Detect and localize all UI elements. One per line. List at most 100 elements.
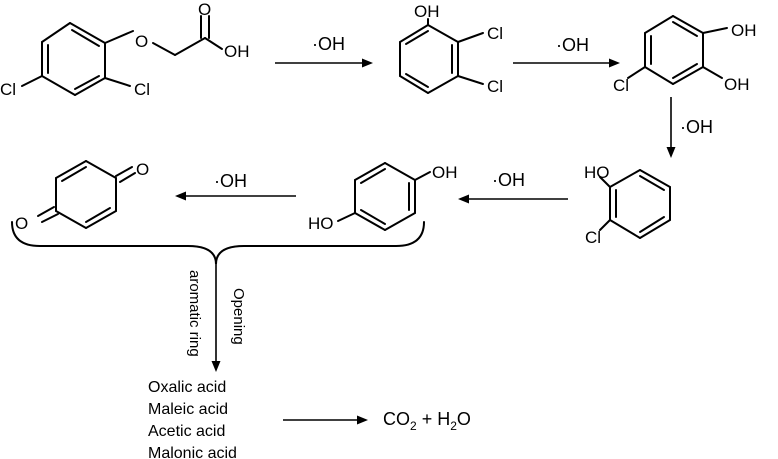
hydroxyl-radical-label: ·OH — [492, 170, 525, 190]
bond — [639, 175, 665, 191]
bond — [627, 66, 646, 79]
svg-text:·OH: ·OH — [556, 35, 589, 55]
bond — [37, 206, 55, 217]
reaction-arrow — [513, 58, 620, 68]
hydroxyl-radical-label: ·OH — [312, 34, 345, 54]
bond — [21, 75, 43, 87]
hydroxyl-radical-label: ·OH — [214, 171, 247, 191]
atom-label: O — [136, 160, 149, 179]
svg-text:Opening: Opening — [230, 288, 247, 345]
bond — [61, 166, 87, 182]
co2-formula: CO — [383, 409, 410, 429]
reaction-arrow — [275, 58, 373, 68]
product-label: Malonic acid — [148, 445, 237, 459]
bond — [69, 22, 106, 44]
product-label: Maleic acid — [148, 401, 228, 418]
atom-label: HO — [584, 163, 610, 182]
bond — [599, 219, 611, 231]
bond — [384, 212, 416, 231]
bond — [427, 75, 459, 94]
bond — [85, 207, 111, 223]
bond — [427, 24, 459, 43]
bond — [644, 15, 674, 34]
atom-label: OH — [224, 42, 250, 61]
molecule-benzoquinone: O O — [15, 160, 149, 233]
bond — [74, 75, 100, 90]
bond — [639, 216, 665, 233]
bond — [457, 32, 484, 43]
ring-opening-arrow — [211, 264, 221, 372]
svg-text:·OH: ·OH — [492, 170, 525, 190]
grouping-brace — [11, 221, 425, 265]
ring-opening-label: Opening aromatic ring — [186, 270, 247, 357]
bond — [85, 160, 117, 179]
mineralization-arrow — [283, 415, 368, 425]
bond — [702, 27, 728, 34]
bond — [405, 73, 429, 88]
svg-text:·OH: ·OH — [680, 117, 713, 137]
bond — [384, 162, 416, 181]
bond — [399, 24, 429, 43]
bond — [672, 15, 704, 34]
co2-subscript: 2 — [410, 419, 417, 433]
bond — [672, 21, 698, 37]
bond — [174, 37, 206, 56]
bond — [41, 213, 59, 223]
molecule-4-chlorocatechol: OH OH Cl — [613, 15, 757, 95]
bond — [414, 171, 431, 181]
bond — [639, 219, 671, 239]
molecule-hydroquinone: OH HO — [308, 162, 458, 233]
atom-label: Cl — [585, 228, 601, 247]
hydroxyl-radical-label: ·OH — [556, 35, 589, 55]
bond — [104, 77, 131, 87]
bond — [85, 210, 117, 229]
atom-label: OH — [724, 75, 750, 94]
bond — [457, 75, 484, 85]
bond — [41, 75, 76, 96]
bond — [337, 212, 356, 222]
bond — [55, 160, 87, 179]
bond — [354, 212, 386, 231]
h2o-o: O — [457, 409, 471, 429]
bond — [354, 162, 386, 181]
product-label: Acetic acid — [148, 423, 225, 440]
svg-text:·OH: ·OH — [312, 34, 345, 54]
atom-label: OH — [731, 21, 757, 40]
svg-text:·OH: ·OH — [214, 171, 247, 191]
bond — [399, 75, 429, 94]
bond — [702, 66, 723, 79]
bond — [360, 209, 386, 225]
bond — [74, 77, 106, 96]
hydroxyl-radical-label: ·OH — [680, 117, 713, 137]
h2o-subscript: 2 — [450, 419, 457, 433]
bond — [152, 42, 176, 56]
atom-label: Cl — [134, 80, 150, 99]
molecule-2-chlorophenol: HO Cl — [584, 163, 671, 247]
atom-label: Cl — [0, 80, 16, 99]
atom-label: O — [198, 0, 211, 19]
svg-text:aromatic ring: aromatic ring — [186, 270, 203, 357]
h2o-h: H — [437, 409, 450, 429]
molecule-2-4-d: O O OH Cl Cl — [0, 0, 250, 99]
atom-label: Cl — [487, 24, 503, 43]
bond — [115, 166, 133, 177]
bond — [609, 219, 641, 239]
product-label: Oxalic acid — [148, 379, 226, 396]
bond — [71, 29, 100, 47]
atom-label: Cl — [487, 77, 503, 96]
intermediate-acids-list: Oxalic acid Maleic acid Acetic acid Malo… — [148, 379, 237, 459]
bond — [644, 66, 674, 85]
bond — [41, 22, 71, 43]
plus-sign: + — [422, 409, 433, 429]
bond — [672, 63, 698, 79]
reaction-arrow — [458, 194, 568, 204]
atom-label: Cl — [613, 76, 629, 95]
atom-label: OH — [432, 163, 458, 182]
final-products: CO2+H2O — [383, 409, 471, 433]
bond — [609, 169, 641, 188]
atom-label: O — [15, 214, 28, 233]
bond — [405, 30, 429, 45]
atom-label: HO — [308, 214, 334, 233]
bond — [55, 210, 87, 229]
bond — [672, 66, 704, 85]
